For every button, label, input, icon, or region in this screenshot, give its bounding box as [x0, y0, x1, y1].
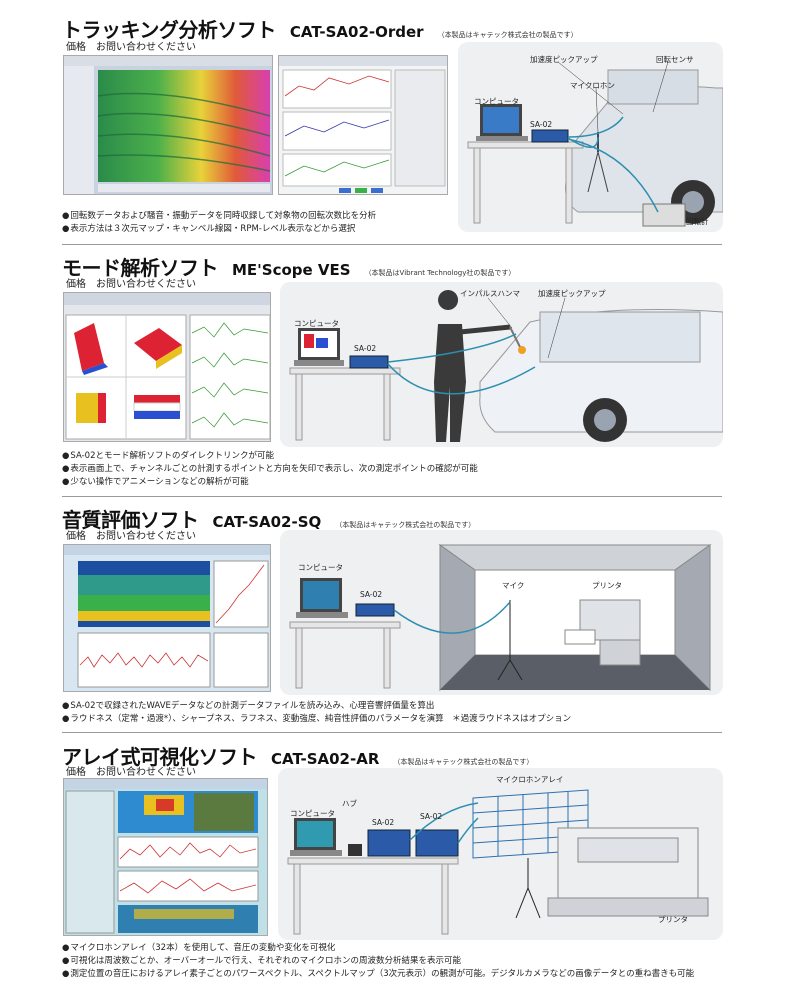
- section-1-header: トラッキング分析ソフト CAT-SA02-Order （本製品はキャテック株式会…: [62, 14, 578, 43]
- bullet: 測定位置の音圧におけるアレイ素子ごとのパワースペクトル、スペクトルマップ（3次元…: [62, 968, 694, 981]
- bullet: 少ない操作でアニメーションなどの解析が可能: [62, 476, 478, 489]
- section-1-price: 価格 お問い合わせください: [66, 42, 196, 53]
- section-2-code: ME'Scope VES: [232, 261, 351, 279]
- sound-quality-screenshot: [63, 544, 271, 692]
- array-setup-diagram: マイクロホンアレイ ハブ コンピュータ SA-02 SA-02 プリンタ: [278, 768, 723, 940]
- label-sa02: SA-02: [354, 344, 377, 353]
- section-3-price: 価格 お問い合わせください: [66, 531, 196, 542]
- bullet: SA-02で収録されたWAVEデータなどの計測データファイルを読み込み、心理音響…: [62, 700, 571, 713]
- sound-quality-setup-diagram: コンピュータ マイク プリンタ SA-02: [280, 530, 723, 695]
- section-1-maker: （本製品はキャテック株式会社の製品です）: [437, 31, 578, 39]
- section-4-maker: （本製品はキャテック株式会社の製品です）: [393, 758, 534, 766]
- section-1-code: CAT-SA02-Order: [289, 23, 424, 41]
- label-computer: コンピュータ: [290, 809, 335, 818]
- modal-analysis-screenshot: [63, 292, 271, 442]
- label-computer: コンピュータ: [474, 97, 519, 106]
- modal-setup-diagram: インパルスハンマ 加速度ピックアップ コンピュータ SA-02: [280, 282, 723, 447]
- label-rotation-sensor: 回転センサ: [656, 55, 694, 64]
- section-4-bullets: マイクロホンアレイ（32本）を使用して、音圧の変動や変化を可視化 可視化は周波数…: [62, 942, 694, 981]
- tracking-map-screenshot: [63, 55, 273, 195]
- label-computer: コンピュータ: [298, 563, 343, 572]
- array-visualization-screenshot: [63, 778, 268, 936]
- section-2-bullets: SA-02とモード解析ソフトのダイレクトリンクが可能 表示画面上で、チャンネルご…: [62, 450, 478, 489]
- label-accelerometer: 加速度ピックアップ: [530, 55, 598, 64]
- bullet: ラウドネス（定常・過渡*）、シャープネス、ラフネス、変動強度、純音性評価のパラメ…: [62, 713, 571, 726]
- label-microphone: マイクロホン: [570, 81, 615, 90]
- section-4-code: CAT-SA02-AR: [271, 750, 380, 768]
- section-4-header: アレイ式可視化ソフト CAT-SA02-AR （本製品はキャテック株式会社の製品…: [62, 741, 533, 770]
- bullet: 回転数データおよび騒音・振動データを同時収録して対象物の回転次数比を分析: [62, 210, 376, 223]
- section-2-price: 価格 お問い合わせください: [66, 279, 196, 290]
- section-divider: [62, 732, 722, 733]
- section-3-header: 音質評価ソフト CAT-SA02-SQ （本製品はキャテック株式会社の製品です）: [62, 504, 475, 533]
- label-sa02-2: SA-02: [420, 812, 443, 821]
- section-3-code: CAT-SA02-SQ: [212, 513, 322, 531]
- tracking-setup-diagram: 加速度ピックアップ 回転センサ マイクロホン コンピュータ SA-02 回転計: [458, 42, 723, 232]
- label-computer: コンピュータ: [294, 319, 339, 328]
- tracking-graph-screenshot: [278, 55, 448, 195]
- section-divider: [62, 244, 722, 245]
- label-printer: プリンタ: [658, 915, 688, 924]
- section-3-maker: （本製品はキャテック株式会社の製品です）: [335, 521, 476, 529]
- label-printer: プリンタ: [592, 581, 622, 590]
- bullet: 可視化は周波数ごとか、オーバーオールで行え、それぞれのマイクロホンの周波数分析結…: [62, 955, 694, 968]
- section-4-price: 価格 お問い合わせください: [66, 767, 196, 778]
- bullet: マイクロホンアレイ（32本）を使用して、音圧の変動や変化を可視化: [62, 942, 694, 955]
- bullet: SA-02とモード解析ソフトのダイレクトリンクが可能: [62, 450, 478, 463]
- section-1-title: トラッキング分析ソフト: [62, 18, 276, 42]
- label-mic-array: マイクロホンアレイ: [496, 775, 564, 784]
- section-2-header: モード解析ソフト ME'Scope VES （本製品はVibrant Techn…: [62, 252, 515, 281]
- bullet: 表示方法は３次元マップ・キャンベル線図・RPM-レベル表示などから選択: [62, 223, 376, 236]
- section-3-title: 音質評価ソフト: [62, 508, 199, 532]
- label-tachometer: 回転計: [686, 217, 709, 226]
- bullet: 表示画面上で、チャンネルごとの計測するポイントと方向を矢印で表示し、次の測定ポイ…: [62, 463, 477, 476]
- section-1-bullets: 回転数データおよび騒音・振動データを同時収録して対象物の回転次数比を分析 表示方…: [62, 210, 376, 236]
- label-hub: ハブ: [342, 799, 357, 808]
- section-4-title: アレイ式可視化ソフト: [62, 745, 258, 769]
- section-2-title: モード解析ソフト: [62, 256, 219, 280]
- section-divider: [62, 496, 722, 497]
- label-sa02-1: SA-02: [372, 818, 395, 827]
- label-microphone: マイク: [502, 581, 525, 590]
- section-2-maker: （本製品はVibrant Technology社の製品です）: [364, 269, 516, 277]
- label-sa02: SA-02: [360, 590, 383, 599]
- label-sa02: SA-02: [530, 120, 553, 129]
- label-impulse-hammer: インパルスハンマ: [460, 289, 520, 298]
- label-accelerometer: 加速度ピックアップ: [538, 289, 606, 298]
- section-3-bullets: SA-02で収録されたWAVEデータなどの計測データファイルを読み込み、心理音響…: [62, 700, 571, 726]
